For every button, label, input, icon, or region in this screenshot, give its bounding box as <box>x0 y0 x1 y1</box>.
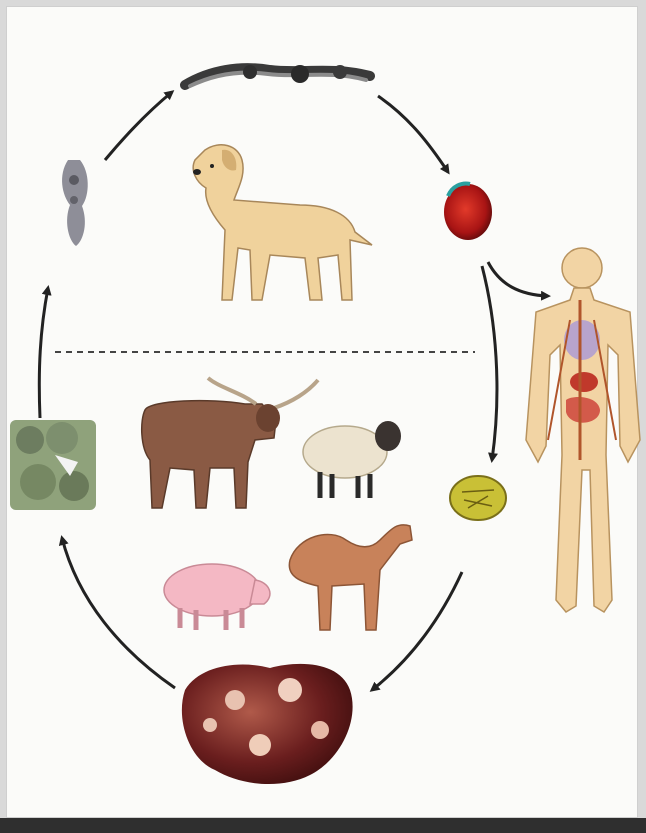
arrow-cyst-to-protoscolex <box>62 538 175 688</box>
oncosphere-icon <box>450 476 506 520</box>
arrow-egg-to-human <box>488 262 548 296</box>
pig-icon <box>164 564 270 630</box>
egg-icon <box>444 184 492 241</box>
arrow-egg-to-oncosphere <box>482 266 497 460</box>
tapeworm-icon <box>185 65 370 86</box>
arrow-protoscolex-to-scolex <box>39 288 48 418</box>
sheep-icon <box>303 421 401 498</box>
arrow-oncosphere-to-cyst <box>372 572 462 690</box>
camel-icon <box>289 525 412 630</box>
bottom-bar <box>0 818 646 833</box>
arrow-group <box>39 92 548 690</box>
arrow-adult-to-egg <box>378 96 448 172</box>
protoscolex-icon <box>10 420 96 510</box>
dog-icon <box>193 145 372 300</box>
cyst-icon <box>182 664 353 784</box>
human-icon <box>526 248 640 612</box>
scolex-icon <box>62 160 88 246</box>
cow-icon <box>142 378 318 508</box>
arrow-scolex-to-adult <box>105 92 172 160</box>
